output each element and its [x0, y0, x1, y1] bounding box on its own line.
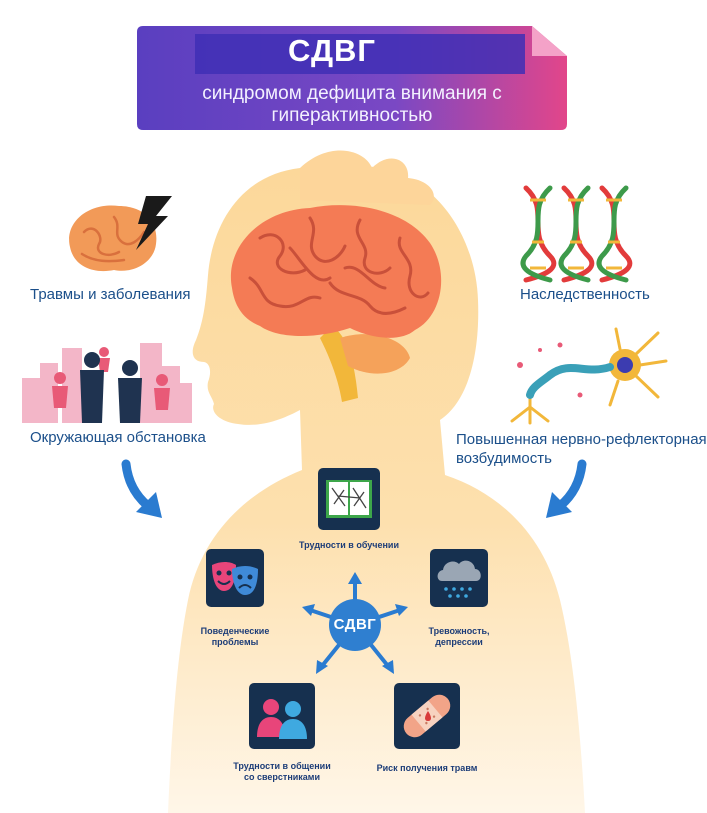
cause-trauma-label: Травмы и заболевания — [30, 286, 191, 303]
hub-label: СДВГ — [333, 616, 377, 633]
effect-behavior-label-1: Поведенческие — [200, 626, 270, 636]
rain-cloud-icon — [437, 560, 481, 598]
cause-excitability-label-2: возбудимость — [456, 450, 552, 467]
cause-excitability-label-1: Повышенная нервно-рефлекторная — [456, 431, 707, 448]
header-banner — [137, 26, 567, 130]
neuron-icon — [510, 327, 668, 425]
effect-peers-label-2: со сверстниками — [243, 772, 320, 782]
effect-injury-label: Риск получения травм — [376, 763, 478, 773]
tile-learning — [318, 468, 380, 530]
brain-lightning-icon — [69, 196, 172, 272]
effect-learning-label: Трудности в обучении — [299, 540, 399, 550]
hub-arrows — [302, 572, 408, 674]
page-title: СДВГ — [287, 33, 377, 68]
effect-peers-label-1: Трудности в общении — [233, 761, 331, 771]
tile-peers — [249, 683, 315, 749]
tile-injury — [394, 683, 460, 749]
cause-heredity-label: Наследственность — [520, 286, 650, 303]
two-people-icon — [257, 699, 307, 739]
bandage-icon — [403, 694, 451, 738]
effect-anxiety-label-1: Тревожность, — [428, 626, 490, 636]
cause-environment-label: Окружающая обстановка — [30, 429, 206, 446]
effect-anxiety-label-2: депрессии — [435, 637, 483, 647]
tile-behavior — [206, 549, 264, 607]
dna-icon — [520, 185, 633, 283]
arrow-left-icon — [121, 459, 162, 518]
family-city-icon — [22, 343, 192, 423]
theater-masks-icon — [212, 562, 258, 595]
brain-illustration — [230, 205, 442, 402]
page-subtitle: синдромом дефицита внимания с гиперактив… — [202, 83, 502, 126]
arrow-right-icon — [546, 459, 587, 518]
effect-behavior-label-2: проблемы — [211, 637, 259, 647]
book-icon — [326, 480, 372, 518]
tile-anxiety — [430, 549, 488, 607]
